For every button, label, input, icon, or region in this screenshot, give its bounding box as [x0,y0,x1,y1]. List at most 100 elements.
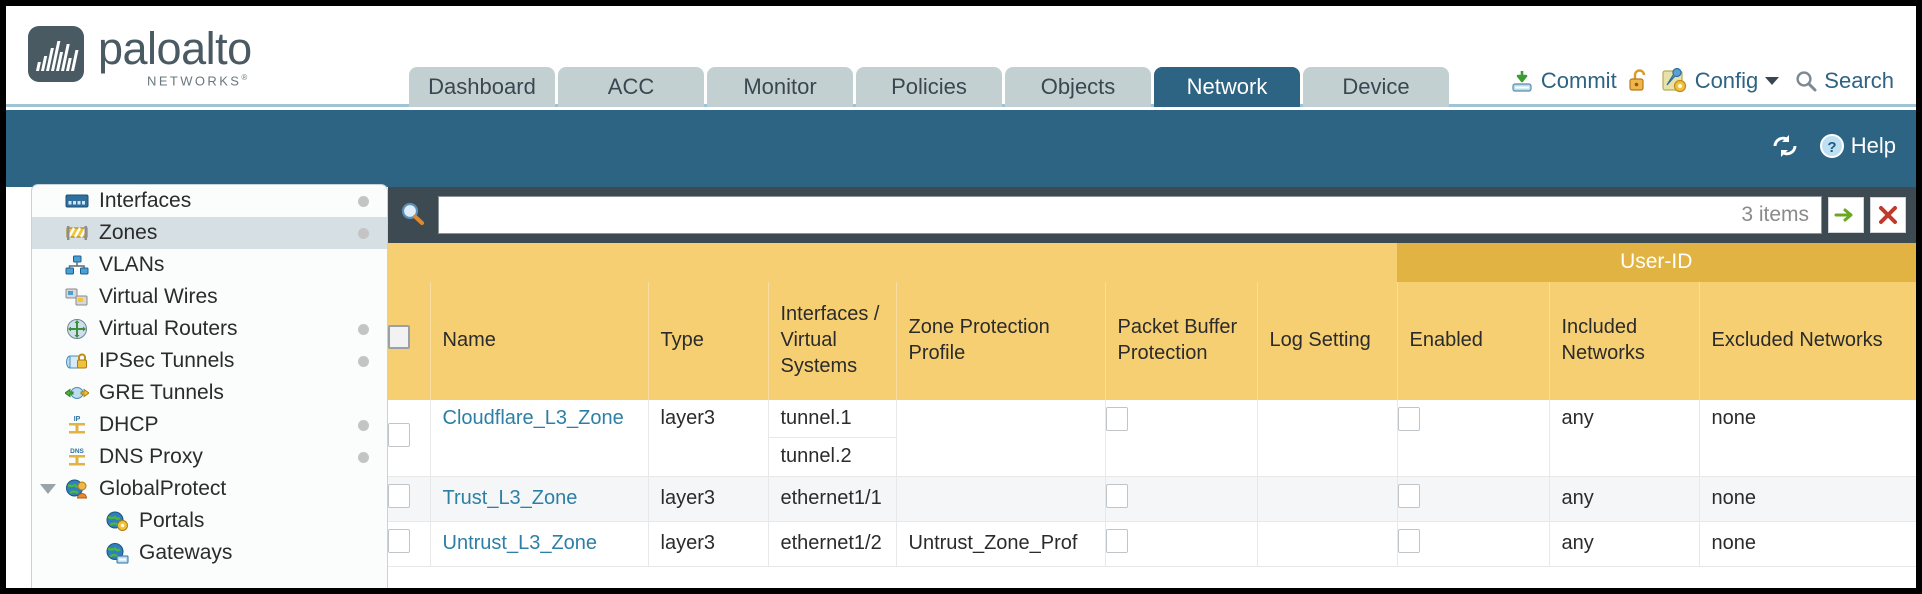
sidebar-item-gre-tunnels[interactable]: GRE Tunnels [32,377,387,409]
cell-excluded: none [1699,476,1916,522]
row-select-cell[interactable] [388,476,431,522]
sub-header-actions: ? Help [1770,132,1896,160]
sidebar-item-gateways[interactable]: Gateways [32,537,387,569]
tab-network[interactable]: Network [1154,67,1300,107]
column-header-excluded[interactable]: Excluded Networks [1699,281,1916,400]
zone-name-link[interactable]: Cloudflare_L3_Zone [442,406,624,429]
cell-included: any [1549,399,1700,477]
cell-included: any [1549,476,1700,522]
ipsec-tunnels-icon [64,350,90,372]
zones-table: User-ID Name Type Interfaces / Virtual S… [388,243,1916,567]
search-input[interactable] [439,197,1742,233]
cell-log-setting [1257,476,1398,522]
table-row[interactable]: Cloudflare_L3_Zone layer3 tunnel.1 tunne… [388,399,1916,477]
sidebar-item-dns-proxy[interactable]: DNS DNS Proxy [32,441,387,473]
config-button[interactable]: Config [1661,67,1781,94]
row-select-cell[interactable] [388,521,431,567]
cell-packet-buffer[interactable] [1105,399,1258,477]
cell-log-setting [1257,521,1398,567]
group-header-userid: User-ID [1397,243,1916,282]
tab-objects[interactable]: Objects [1005,67,1151,107]
enabled-checkbox[interactable] [1397,483,1420,508]
cell-included: any [1549,521,1700,567]
tab-policies[interactable]: Policies [856,67,1002,107]
sidebar-item-label: IPSec Tunnels [99,349,235,372]
help-button[interactable]: ? Help [1818,132,1896,160]
zone-name-link[interactable]: Trust_L3_Zone [442,487,578,510]
row-checkbox[interactable] [388,422,410,447]
tab-dashboard[interactable]: Dashboard [409,67,555,107]
sidebar-item-vlans[interactable]: VLANs [32,249,387,281]
sidebar-item-label: Portals [139,509,205,532]
sidebar-item-ipsec-tunnels[interactable]: IPSec Tunnels [32,345,387,377]
sidebar-item-dhcp[interactable]: IP DHCP [32,409,387,441]
sidebar-item-label: Interfaces [99,189,192,212]
config-lock-button[interactable] [1627,68,1651,94]
status-dot [358,228,369,239]
paloalto-logo[interactable]: paloalto NETWORKS® [28,26,252,88]
column-header-type[interactable]: Type [648,281,769,400]
table-row[interactable]: Trust_L3_Zone layer3 ethernet1/1 any [388,476,1916,522]
network-sidebar: Interfaces Zones VLANs Virtual Wires [31,184,388,588]
group-header-spacer [388,243,1397,282]
column-header-interfaces[interactable]: Interfaces / Virtual Systems [768,281,897,400]
tab-acc[interactable]: ACC [558,67,704,107]
sidebar-item-label: DHCP [99,413,159,436]
sidebar-item-globalprotect[interactable]: GlobalProtect [32,473,387,505]
column-header-zone-protection[interactable]: Zone Protection Profile [896,281,1106,400]
cell-packet-buffer[interactable] [1105,476,1258,522]
tab-monitor[interactable]: Monitor [707,67,853,107]
commit-button[interactable]: Commit [1509,68,1617,94]
column-header-name[interactable]: Name [430,281,649,400]
chevron-down-icon[interactable] [40,484,56,494]
brand-header: paloalto NETWORKS® Dashboard ACC Monitor… [6,6,1916,107]
row-checkbox[interactable] [388,483,410,508]
refresh-icon[interactable] [1770,133,1800,159]
cell-zone-protection [896,476,1106,522]
select-all-checkbox[interactable] [388,325,410,350]
cell-enabled[interactable] [1397,521,1550,567]
search-magnifier-icon[interactable] [398,200,428,230]
cell-name[interactable]: Trust_L3_Zone [430,476,649,522]
cell-enabled[interactable] [1397,399,1550,477]
item-count-label: 3 items [1741,203,1809,226]
clear-filter-button[interactable] [1870,197,1906,233]
svg-text:IP: IP [74,416,81,423]
interface-entry: tunnel.1 [768,400,896,438]
cell-enabled[interactable] [1397,476,1550,522]
commit-label: Commit [1540,68,1617,93]
column-header-enabled[interactable]: Enabled [1397,281,1550,400]
sidebar-item-portals[interactable]: Portals [32,505,387,537]
zone-name-link[interactable]: Untrust_L3_Zone [442,532,598,555]
row-select-cell[interactable] [388,399,431,477]
enabled-checkbox[interactable] [1397,528,1420,553]
status-dot [358,420,369,431]
cell-name[interactable]: Untrust_L3_Zone [430,521,649,567]
search-button[interactable]: Search [1794,68,1894,94]
portals-icon [104,510,130,532]
row-checkbox[interactable] [388,528,410,553]
sidebar-item-virtual-routers[interactable]: Virtual Routers [32,313,387,345]
vlans-icon [64,254,90,276]
column-header-included[interactable]: Included Networks [1549,281,1700,400]
sidebar-item-interfaces[interactable]: Interfaces [32,185,387,217]
packet-buffer-checkbox[interactable] [1105,406,1128,431]
cell-packet-buffer[interactable] [1105,521,1258,567]
sidebar-item-zones[interactable]: Zones [32,217,387,249]
packet-buffer-checkbox[interactable] [1105,483,1128,508]
select-all-header[interactable] [388,281,431,400]
cell-interfaces: tunnel.1 tunnel.2 [768,399,897,477]
column-header-packet-buffer[interactable]: Packet Buffer Protection [1105,281,1258,400]
cell-type: layer3 [648,476,769,522]
search-icon [1794,69,1818,93]
sidebar-item-virtual-wires[interactable]: Virtual Wires [32,281,387,313]
table-row[interactable]: Untrust_L3_Zone layer3 ethernet1/2 Untru… [388,521,1916,567]
search-field-wrapper[interactable]: 3 items [438,196,1822,234]
tab-device[interactable]: Device [1303,67,1449,107]
packet-buffer-checkbox[interactable] [1105,528,1128,553]
enabled-checkbox[interactable] [1397,406,1420,431]
column-header-log-setting[interactable]: Log Setting [1257,281,1398,400]
help-icon: ? [1818,132,1846,160]
apply-filter-button[interactable] [1828,197,1864,233]
cell-name[interactable]: Cloudflare_L3_Zone [430,399,649,477]
